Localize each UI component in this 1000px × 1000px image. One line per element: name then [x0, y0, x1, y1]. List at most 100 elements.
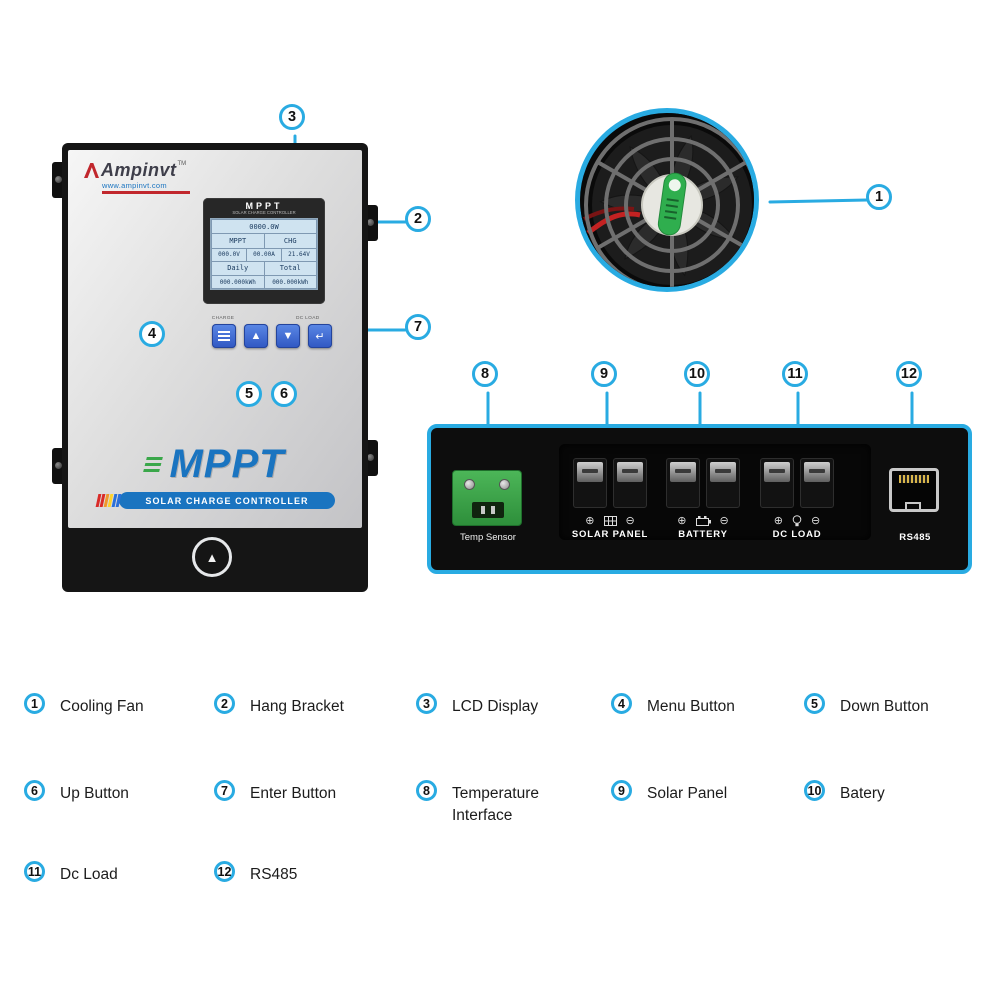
minus-icon: ⊖: [625, 515, 635, 527]
legend-label: LCD Display: [452, 698, 539, 715]
lcd-total-label: Total: [263, 260, 317, 277]
screw-hole-icon: [367, 219, 374, 226]
solar-panel-terminal-group-label: ⊕ ⊖ SOLAR PANEL: [555, 514, 665, 540]
legend-number: 6: [24, 780, 45, 801]
mppt-branding: MPPT: [68, 444, 362, 484]
legend-number: 4: [611, 693, 632, 714]
legend-label: Enter Button: [250, 785, 337, 802]
color-bars-icon: [95, 494, 122, 507]
screw-slot-icon: [769, 469, 785, 473]
temp-sensor-connector: [452, 470, 522, 526]
callout-9: 9: [591, 361, 617, 387]
legend-item-up-button: 6 Up Button: [24, 780, 129, 805]
solar-panel-icon: [603, 515, 617, 526]
dc-load-indicator-label: DC LOAD: [295, 315, 320, 321]
lcd-battery-voltage: 21.64V: [281, 247, 317, 262]
legend-number: 7: [214, 780, 235, 801]
legend-item-temperature-interface: 8 Temperature Interface: [416, 780, 560, 828]
legend-label: RS485: [250, 866, 298, 883]
lcd-pv-voltage: 000.0V: [211, 247, 247, 262]
screw-slot-icon: [675, 469, 691, 473]
callout-4: 4: [139, 321, 165, 347]
terminal-group-name: BATTERY: [678, 529, 728, 540]
lcd-power: 0000.0W: [211, 218, 317, 235]
minus-icon: ⊖: [811, 515, 821, 527]
dc-load-negative-terminal: [800, 458, 834, 508]
legend-label: Solar Panel: [647, 785, 728, 802]
legend-label: Up Button: [60, 785, 129, 802]
legend-number: 12: [214, 861, 235, 882]
legend-label: Down Button: [840, 698, 929, 715]
legend-number: 3: [416, 693, 437, 714]
mppt-logo-text: MPPT: [169, 442, 285, 486]
lcd-display-module: MPPT SOLAR CHARGE CONTROLLER 0000.0W MPP…: [203, 198, 325, 304]
screw-slot-icon: [715, 469, 731, 473]
callout-10: 10: [684, 361, 710, 387]
battery-icon: [695, 515, 711, 526]
brand-website: www.ampinvt.com: [102, 181, 167, 190]
cooling-fan-illustration: [580, 113, 754, 287]
callout-3: 3: [279, 104, 305, 130]
legend-number: 1: [24, 693, 45, 714]
legend-label: Temperature Interface: [452, 785, 540, 825]
legend-label: Menu Button: [647, 698, 735, 715]
legend-number: 11: [24, 861, 45, 882]
rj45-latch-icon: [905, 502, 921, 509]
legend-item-cooling-fan: 1 Cooling Fan: [24, 693, 144, 718]
legend-label: Batery: [840, 785, 885, 802]
callout-11: 11: [782, 361, 808, 387]
legend-item-enter-button: 7 Enter Button: [214, 780, 336, 805]
legend-number: 10: [804, 780, 825, 801]
legend-label: Cooling Fan: [60, 698, 144, 715]
legend-number: 9: [611, 780, 632, 801]
screw-hole-icon: [55, 462, 62, 469]
dc-load-positive-terminal: [760, 458, 794, 508]
lcd-daily-label: Daily: [211, 260, 265, 277]
bulb-icon: [792, 514, 802, 526]
legend-item-rs485: 12 RS485: [214, 861, 297, 886]
brand-name: Ampinvt: [101, 160, 177, 180]
pin-icon: [491, 506, 495, 514]
ampinvt-logo-icon: [84, 163, 99, 178]
callout-7: 7: [405, 314, 431, 340]
screw-hole-icon: [367, 454, 374, 461]
temp-sensor-socket: [472, 502, 504, 518]
screw-hole-icon: [55, 176, 62, 183]
pin-icon: [481, 506, 485, 514]
enter-icon: ↵: [315, 330, 325, 343]
lcd-mode-left: MPPT: [211, 233, 265, 249]
down-button: ▼: [276, 324, 300, 348]
lcd-screen: 0000.0W MPPT CHG 000.0V 00.00A 21.64V Da…: [210, 218, 318, 290]
battery-negative-terminal: [706, 458, 740, 508]
fan-vent-icon: ▲: [192, 537, 232, 577]
cooling-fan-detail: [575, 108, 759, 292]
terminal-screw-icon: [464, 479, 475, 490]
callout-8: 8: [472, 361, 498, 387]
rj45-pins-icon: [899, 475, 929, 483]
terminal-group-name: SOLAR PANEL: [571, 529, 649, 540]
vent-triangle-icon: ▲: [205, 549, 219, 565]
rs485-label: RS485: [899, 532, 931, 543]
solar-charge-controller-strip: SOLAR CHARGE CONTROLLER: [119, 492, 335, 509]
down-arrow-icon: ▼: [282, 330, 294, 342]
plus-icon: ⊕: [677, 515, 687, 527]
battery-positive-terminal: [666, 458, 700, 508]
lcd-total-energy: 000.000kWh: [263, 275, 317, 289]
bottom-panel-detail: Temp Sensor ⊕ ⊖ SOLAR PANEL ⊕ ⊖ BATTERY: [427, 424, 972, 574]
temp-sensor-label: Temp Sensor: [460, 532, 516, 543]
callout-6: 6: [271, 381, 297, 407]
trademark-mark: TM: [177, 161, 187, 167]
solar-negative-terminal: [613, 458, 647, 508]
legend-label: Dc Load: [60, 866, 118, 883]
brand-logo: Ampinvt TM www.ampinvt.com: [84, 161, 190, 194]
charge-indicator-label: CHARGE: [211, 315, 235, 321]
green-bars-icon: [143, 456, 164, 472]
terminal-group-name: DC LOAD: [772, 529, 822, 540]
legend-item-down-button: 5 Down Button: [804, 693, 929, 718]
callout-5: 5: [236, 381, 262, 407]
callout-1: 1: [866, 184, 892, 210]
legend-item-hang-bracket: 2 Hang Bracket: [214, 693, 344, 718]
legend-number: 2: [214, 693, 235, 714]
display-title: MPPT: [245, 201, 283, 211]
